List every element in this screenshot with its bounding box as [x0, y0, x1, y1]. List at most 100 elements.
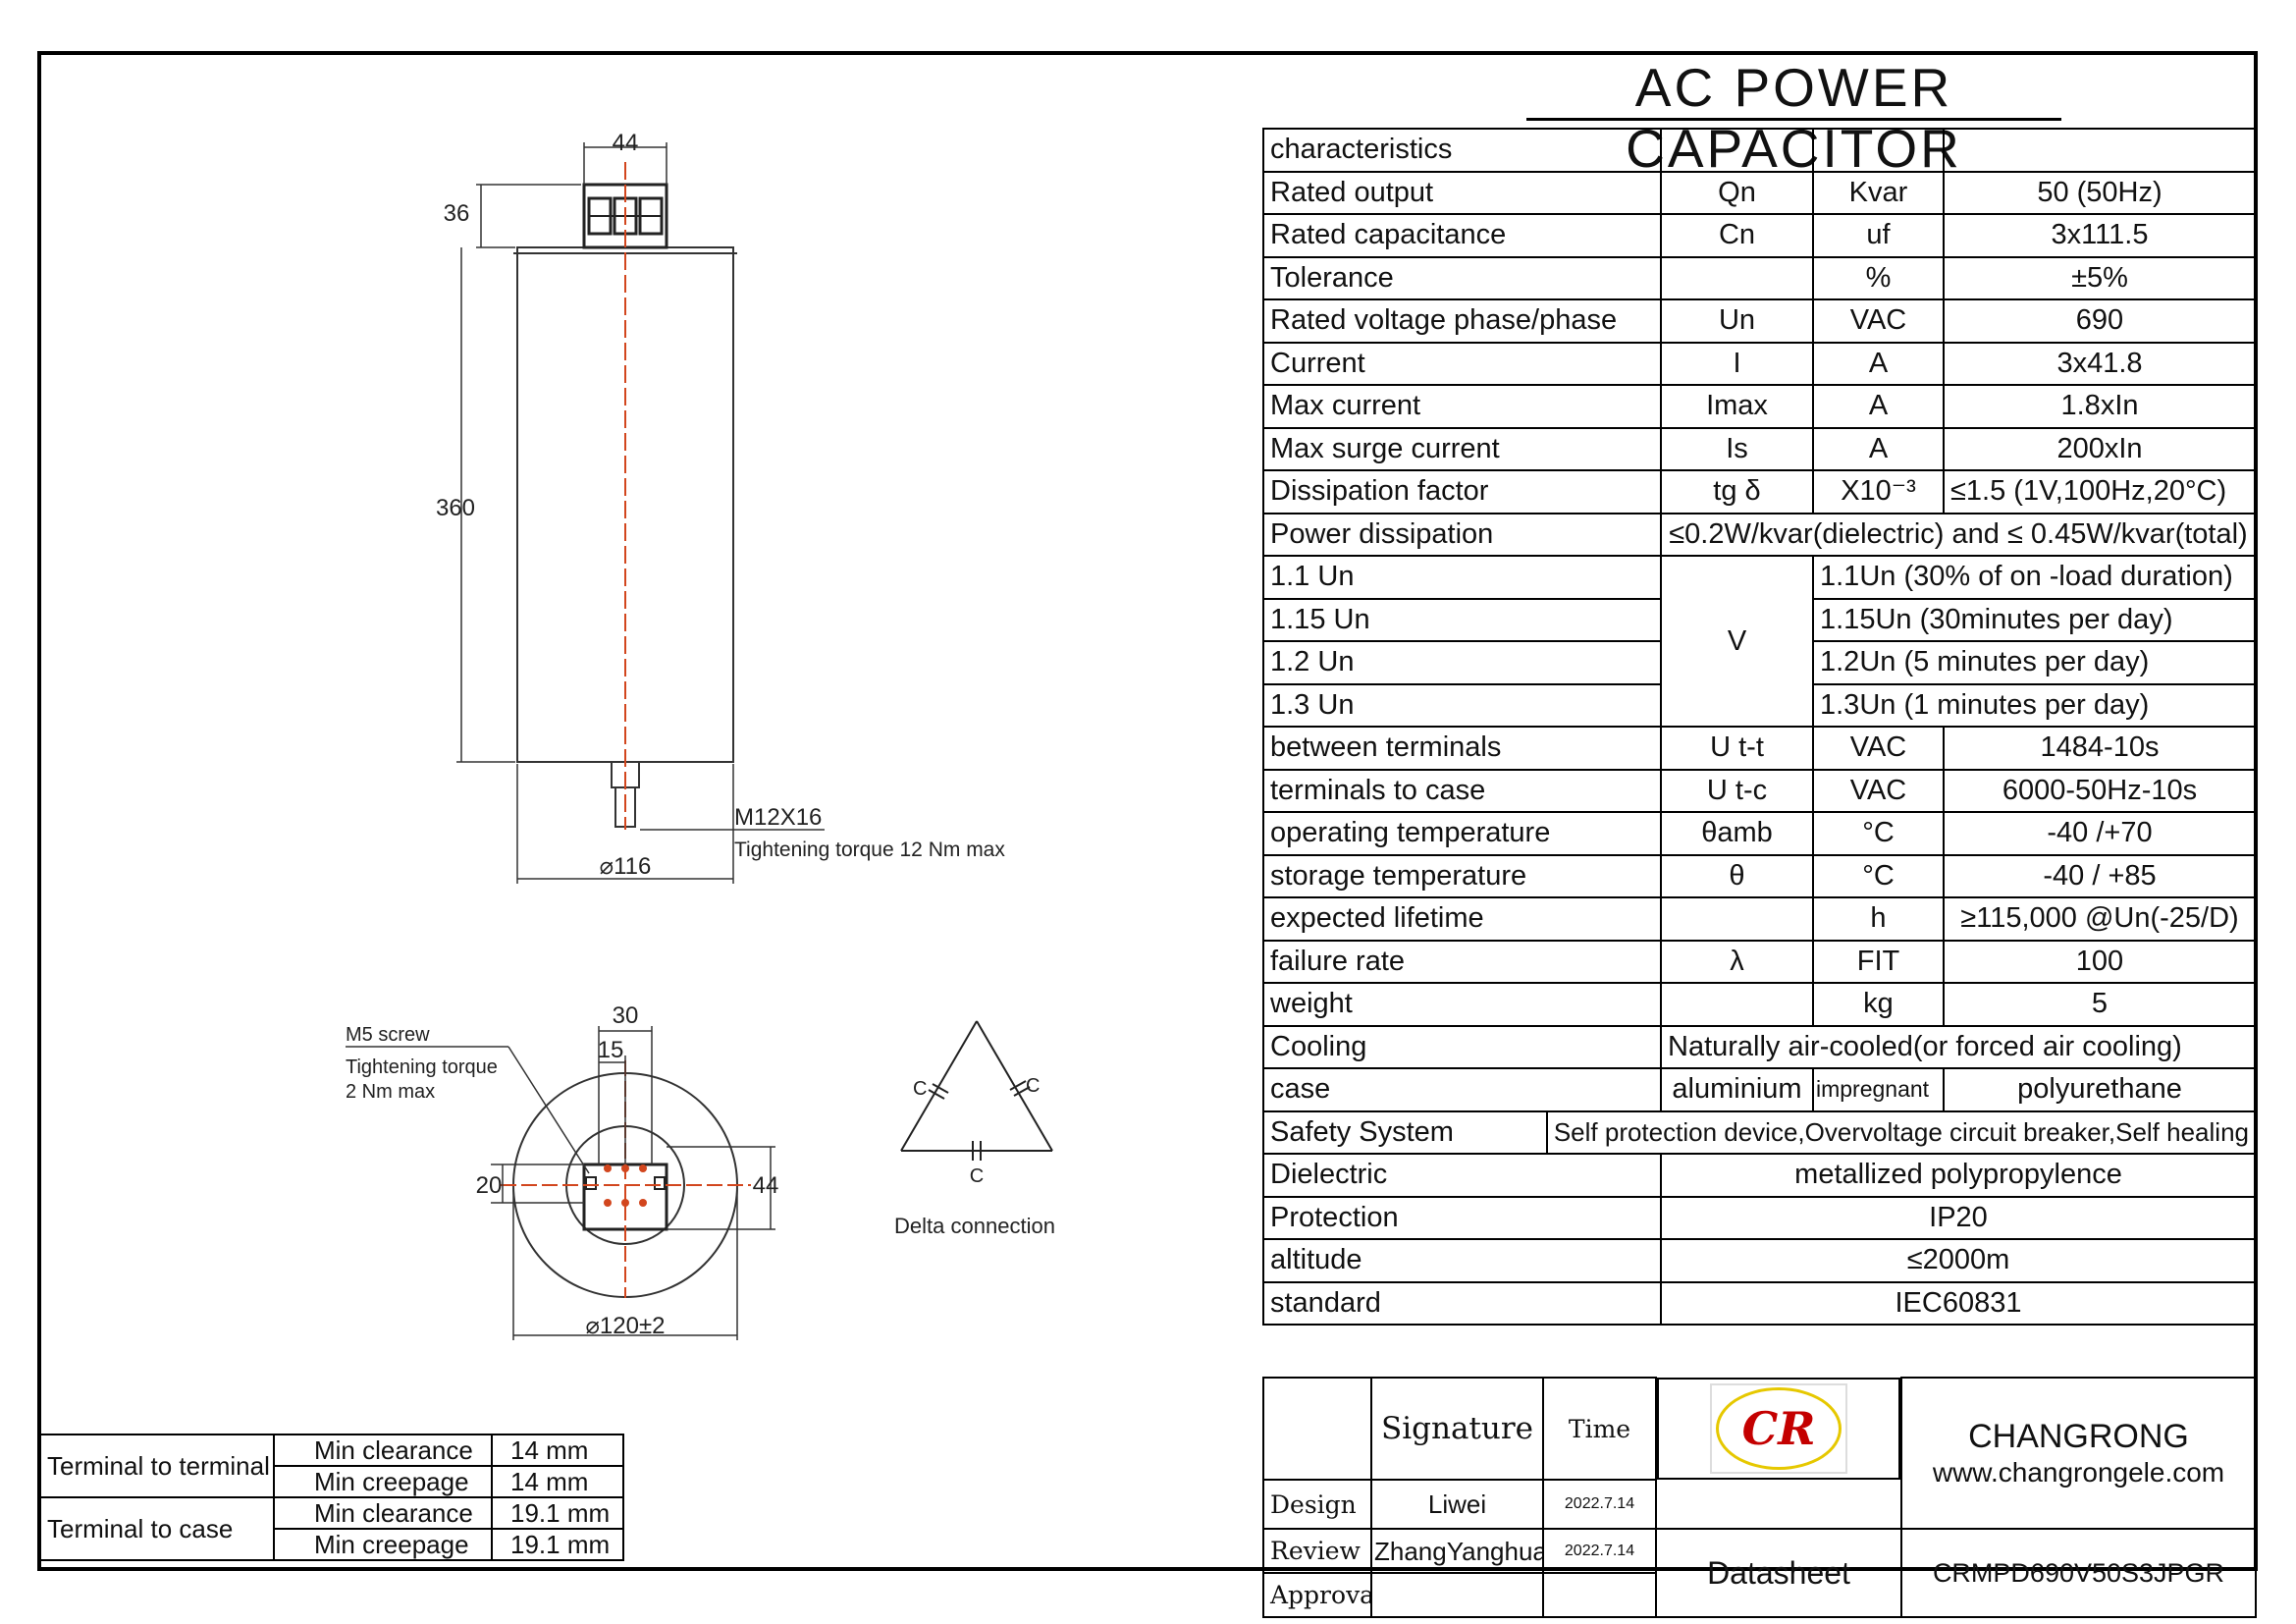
dim-44-side: 44 [753, 1172, 779, 1199]
spec-unit: °C [1812, 811, 1945, 856]
delta-caption: Delta connection [894, 1214, 1055, 1238]
case-label: case [1262, 1067, 1662, 1112]
spec-symbol: Cn [1660, 213, 1814, 258]
review-time: 2022.7.14 [1542, 1528, 1657, 1574]
spec-symbol: Qn [1660, 170, 1814, 215]
spec-label: Dissipation factor [1262, 469, 1662, 514]
clearance-group: Terminal to terminal [39, 1434, 275, 1498]
overvoltage-value: 1.2Un (5 minutes per day) [1812, 640, 2257, 685]
dim-20: 20 [476, 1172, 503, 1199]
spec-value: -40 / +85 [1943, 853, 2257, 898]
clearance-item: Min creepage [273, 1528, 493, 1561]
spec-unit: X10⁻³ [1812, 469, 1945, 514]
spec-value: 100 [1943, 939, 2257, 984]
spec-symbol: θamb [1660, 811, 1814, 856]
spec-label: failure rate [1262, 939, 1662, 984]
power-dissipation-row: Power dissipation ≤0.2W/kvar(dielectric)… [1262, 512, 2257, 557]
clearance-group: Terminal to case [39, 1496, 275, 1561]
safety-label: Safety System [1265, 1112, 1548, 1153]
spec-unit: VAC [1812, 768, 1945, 813]
logo-mark: CR [1716, 1387, 1842, 1470]
case-row: case aluminium impregnant polyurethane [1262, 1067, 2257, 1112]
clearance-row: Terminal to case Min clearance 19.1 mm [39, 1496, 624, 1561]
spec-value: 50 (50Hz) [1943, 170, 2257, 215]
spec-value: -40 /+70 [1943, 811, 2257, 856]
delta-c-bottom: C [970, 1165, 984, 1187]
spec-label: storage temperature [1262, 853, 1662, 898]
spec-symbol: Un [1660, 298, 1814, 344]
spec-symbol: Imax [1660, 384, 1814, 429]
spec-row: Tolerance%±5% [1262, 255, 2257, 300]
case-material: aluminium [1660, 1067, 1814, 1112]
spec-symbol: U t-t [1660, 726, 1814, 771]
company-name: CHANGRONG [1968, 1418, 2189, 1455]
spec-value: 3x111.5 [1943, 213, 2257, 258]
dielectric-label: Dielectric [1262, 1153, 1662, 1198]
clearance-row: Terminal to terminal Min clearance 14 mm [39, 1434, 624, 1498]
m5-screw-label: M5 screw [346, 1024, 430, 1046]
altitude-label: altitude [1262, 1238, 1662, 1283]
spec-value: 3x41.8 [1943, 341, 2257, 386]
spec-label: Max current [1262, 384, 1662, 429]
review-name: ZhangYanghua [1370, 1528, 1544, 1574]
spec-symbol: λ [1660, 939, 1814, 984]
spec-unit: FIT [1812, 939, 1945, 984]
spec-label: between terminals [1262, 726, 1662, 771]
overvoltage-row: 1.1 Un V 1.1Un (30% of on -load duration… [1262, 555, 2257, 728]
protection-label: Protection [1262, 1195, 1662, 1240]
time-header: Time [1542, 1377, 1657, 1481]
spec-header: characteristics [1262, 128, 1662, 173]
spec-value: ≥115,000 @Un(-25/D) [1943, 896, 2257, 942]
doc-type: Datasheet [1655, 1528, 1902, 1618]
approval-label: Approval [1262, 1572, 1372, 1618]
spec-value: 690 [1943, 298, 2257, 344]
spec-unit: % [1812, 255, 1945, 300]
cooling-label: Cooling [1262, 1024, 1662, 1069]
spec-label: weight [1262, 982, 1662, 1027]
delta-c-right: C [1026, 1075, 1040, 1097]
design-name: Liwei [1370, 1479, 1544, 1530]
spec-unit: A [1812, 341, 1945, 386]
standard-label: standard [1262, 1280, 1662, 1326]
case-impregnant-label: impregnant [1812, 1067, 1945, 1112]
overvoltage-value: 1.3Un (1 minutes per day) [1812, 682, 2257, 728]
spec-label: Rated capacitance [1262, 213, 1662, 258]
company-logo: CR [1657, 1378, 1900, 1480]
spec-unit: °C [1812, 853, 1945, 898]
dim-body-height: 360 [436, 495, 475, 521]
m5-torque-line2: 2 Nm max [346, 1081, 435, 1103]
overvoltage-label: 1.15 Un [1262, 597, 1662, 642]
thread-spec: M12X16 [734, 804, 822, 831]
spec-unit: uf [1812, 213, 1945, 258]
spec-value: ±5% [1943, 255, 2257, 300]
overvoltage-unit: V [1660, 555, 1814, 728]
spec-unit: VAC [1812, 726, 1945, 771]
spec-label: Tolerance [1262, 255, 1662, 300]
clearance-table: Terminal to terminal Min clearance 14 mm… [39, 1434, 624, 1561]
spec-symbol: Is [1660, 426, 1814, 471]
spec-unit: A [1812, 426, 1945, 471]
spec-label: terminals to case [1262, 768, 1662, 813]
dim-30: 30 [613, 1002, 639, 1029]
protection-value: IP20 [1660, 1195, 2257, 1240]
cooling-value: Naturally air-cooled(or forced air cooli… [1660, 1024, 2257, 1069]
spec-label: Current [1262, 341, 1662, 386]
dim-outer-diameter: ⌀120±2 [585, 1313, 665, 1339]
spec-unit: h [1812, 896, 1945, 942]
spec-header-row: characteristics [1262, 128, 2257, 173]
clearance-item: Min creepage [273, 1465, 493, 1498]
design-label: Design [1262, 1479, 1372, 1530]
thread-torque: Tightening torque 12 Nm max [734, 839, 1005, 861]
spec-symbol: I [1660, 341, 1814, 386]
